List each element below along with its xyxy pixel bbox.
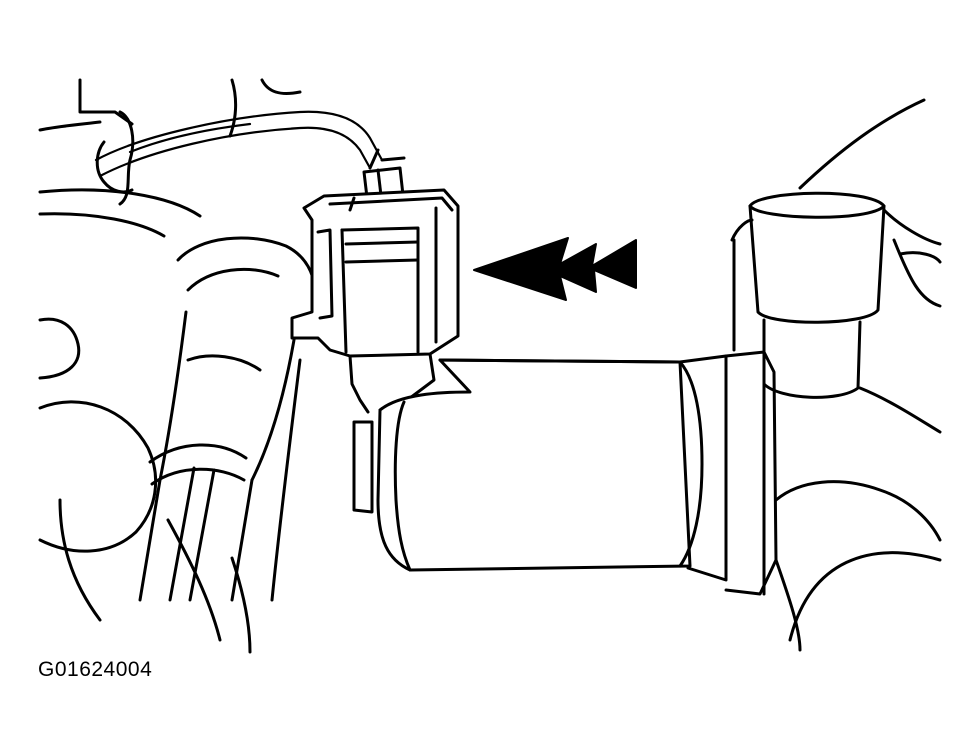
right-body-parts — [774, 98, 942, 652]
radiator-hoses — [138, 236, 317, 602]
wire-harness — [94, 110, 406, 206]
connector-housing — [290, 166, 460, 358]
nozzle-fitting — [730, 191, 886, 399]
washer-pump-body — [348, 350, 778, 596]
pointer-arrow — [473, 237, 637, 301]
left-engine-parts — [38, 78, 302, 654]
figure-code: G01624004 — [38, 658, 153, 681]
